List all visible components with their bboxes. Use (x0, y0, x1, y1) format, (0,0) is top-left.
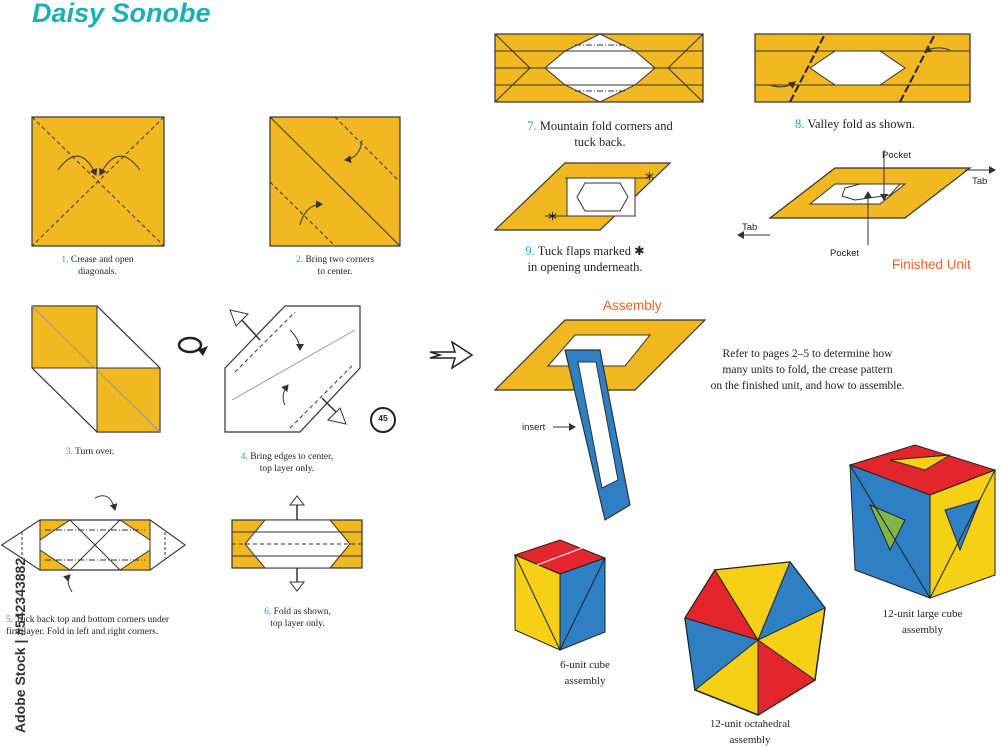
step3-figure (31, 305, 161, 433)
step8-figure (754, 33, 971, 103)
assembly-figure (493, 319, 707, 521)
svg-text:*: * (645, 169, 654, 190)
step9-caption: 9. Tuck flaps marked ✱ in opening undern… (525, 244, 645, 274)
assembly-label: Assembly (603, 298, 662, 313)
step3-caption: 3. Turn over. (65, 447, 115, 457)
rotate-label: 45 (378, 413, 388, 423)
tab-label-left: Tab (742, 222, 758, 233)
rotate-icon (370, 407, 396, 433)
step2-caption: 2. Bring two corners to center. (295, 255, 375, 277)
finished-unit-label: Finished Unit (892, 257, 971, 272)
page-title: Daisy Sonobe (32, 0, 211, 28)
watermark: Adobe Stock | #542343882 (12, 557, 28, 733)
step1-caption: 1. Crease and open diagonals. (61, 255, 134, 277)
octahedral-12-model (684, 561, 826, 716)
tab-label-right: Tab (972, 176, 988, 187)
cube-12-model (848, 444, 997, 599)
pocket-label-bottom: Pocket (830, 248, 860, 259)
step7-figure (494, 33, 704, 103)
step4-figure (224, 305, 361, 433)
cube-12-caption: 12-unit large cube assembly (882, 608, 963, 636)
pocket-label-top: Pocket (882, 150, 912, 161)
svg-text:*: * (548, 209, 557, 230)
cube-6-caption: 6-unit cube assembly (560, 659, 610, 687)
finished-unit-figure (737, 150, 996, 245)
step6-caption: 6. Fold as shown, top layer only. (264, 607, 331, 629)
step9-figure: * * (493, 162, 672, 231)
octahedral-12-caption: 12-unit octahedral assembly (709, 718, 791, 746)
step6-figure (231, 495, 363, 592)
cube-6-model (513, 539, 607, 651)
step8-caption: 8. Valley fold as shown. (795, 117, 915, 131)
assembly-note: Refer to pages 2–5 to determine how many… (710, 348, 905, 392)
insert-label: insert (522, 422, 546, 433)
step2-figure (269, 116, 401, 247)
step7-caption: 7. Mountain fold corners and tuck back. (527, 119, 673, 149)
step1-figure (31, 116, 165, 247)
turn-over-icon (177, 336, 208, 356)
step5-caption: 5. Tuck back top and bottom corners unde… (6, 615, 170, 637)
step4-caption: 4. Bring edges to center, top layer only… (240, 452, 334, 474)
asterisk-icon: ✱ (634, 244, 645, 258)
step5-figure (0, 495, 187, 593)
right-arrow-icon (429, 340, 474, 370)
